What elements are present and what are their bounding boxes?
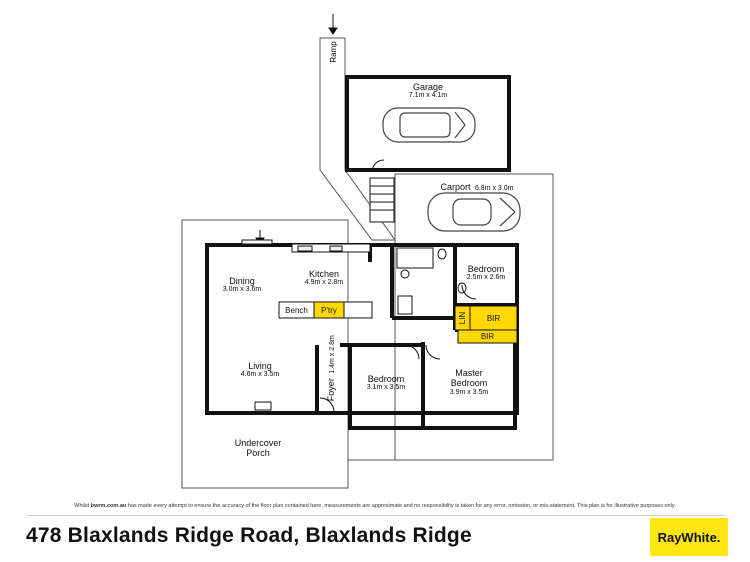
site-outline — [181, 37, 554, 489]
bench-block — [278, 301, 315, 319]
disclaimer: Whilst bwrm.com.au has made every attemp… — [74, 503, 676, 509]
deck-outline — [347, 428, 553, 461]
label-bedroom-small: Bedroom 2.5m x 2.6m — [466, 264, 506, 282]
highlight-blocks — [278, 301, 518, 344]
floor-plan — [181, 14, 554, 489]
label-bedroom-mid: Bedroom 3.1m x 3.5m — [366, 374, 406, 392]
label-garage: Garage 7.1m x 4.1m — [408, 82, 448, 100]
pantry-label: P'try — [321, 305, 337, 315]
garage-walls — [345, 75, 511, 172]
bathroom-fixtures — [396, 247, 467, 315]
bedroom-wing-walls — [348, 342, 517, 430]
label-porch: Undercover Porch — [234, 438, 282, 459]
property-address: 478 Blaxlands Ridge Road, Blaxlands Ridg… — [26, 524, 472, 547]
raywhite-logo: RayWhite. — [650, 518, 728, 556]
label-kitchen: Kitchen 4.9m x 2.8m — [304, 269, 344, 287]
footer-divider — [26, 515, 726, 516]
entry-steps — [369, 177, 395, 223]
kitchen-sink-tray — [343, 301, 373, 319]
bir-label-1: BIR — [486, 313, 501, 323]
label-master-bedroom: Master Bedroom 3.9m x 3.5m — [449, 368, 489, 396]
ramp-arrow-icon — [328, 14, 338, 35]
bir-block-2 — [457, 329, 518, 344]
bir-block-1 — [469, 305, 518, 331]
kitchen-counter — [291, 243, 371, 253]
windows — [241, 239, 273, 411]
carport-car-icon — [427, 192, 521, 232]
disclaimer-site: bwrm.com.au — [90, 503, 127, 509]
bench-label: Bench — [285, 305, 308, 315]
label-dining: Dining 3.0m x 3.6m — [222, 276, 262, 294]
garage-car-icon — [382, 107, 476, 143]
label-foyer: Foyer 1.4m x 2.8m — [325, 335, 336, 402]
ramp-label: Ramp — [328, 41, 338, 63]
label-living: Living 4.6m x 3.5m — [240, 361, 280, 379]
linen-label: LIN — [457, 311, 467, 325]
label-carport: Carport 6.8m x 3.0m — [440, 182, 514, 192]
bir-label-2: BIR — [480, 332, 495, 341]
door-swings — [319, 159, 477, 413]
